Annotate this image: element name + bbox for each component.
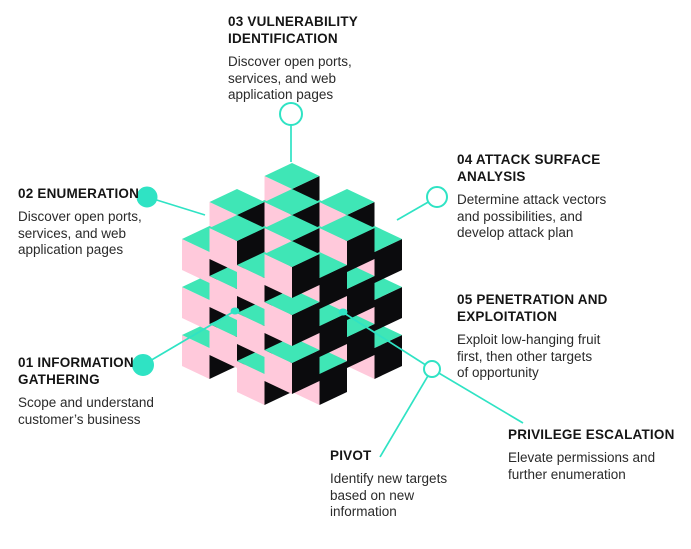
anchor-dot (230, 307, 240, 315)
privilege-escalation-title: PRIVILEGE ESCALATION (508, 427, 675, 442)
cube-block (264, 241, 320, 298)
step-05-description: Exploit low-hanging fruit first, then ot… (457, 332, 601, 380)
pivot-title: PIVOT (330, 448, 372, 463)
step-05-label: 05 PENETRATION AND EXPLOITATION Exploit … (457, 291, 662, 382)
step-01-description: Scope and understand customer’s business (18, 395, 154, 427)
marker-circle-02 (136, 186, 158, 208)
step-01-label: 01 INFORMATION GATHERING Scope and under… (18, 354, 208, 428)
connector-line-01 (142, 311, 234, 366)
step-01-title: 01 INFORMATION GATHERING (18, 355, 134, 387)
pivot-label: PIVOT Identify new targets based on new … (330, 447, 495, 521)
step-05-title: 05 PENETRATION AND EXPLOITATION (457, 292, 608, 324)
privilege-escalation-label: PRIVILEGE ESCALATION Elevate permissions… (508, 426, 688, 483)
anchor-dot (338, 308, 348, 316)
connector-line-05-pivot (379, 368, 433, 458)
connector-line-05-pivot-point (343, 312, 433, 370)
step-03-title: 03 VULNERABILITY IDENTIFICATION (228, 14, 358, 46)
marker-circle-04 (426, 186, 448, 208)
step-02-description: Discover open ports, services, and web a… (18, 209, 142, 257)
cube-block (319, 215, 375, 272)
step-04-title: 04 ATTACK SURFACE ANALYSIS (457, 152, 601, 184)
marker-circle-01 (132, 354, 154, 376)
step-04-description: Determine attack vectors and possibiliti… (457, 192, 607, 240)
cube-block (264, 337, 320, 394)
privilege-escalation-description: Elevate permissions and further enumerat… (508, 450, 656, 482)
marker-circle-03 (279, 102, 303, 126)
step-03-description: Discover open ports, services, and web a… (228, 54, 352, 102)
step-03-label: 03 VULNERABILITY IDENTIFICATION Discover… (228, 13, 423, 104)
cube-block (209, 215, 265, 272)
pivot-description: Identify new targets based on new inform… (330, 471, 448, 519)
step-02-label: 02 ENUMERATION Discover open ports, serv… (18, 185, 213, 259)
connector-line-05-privilege-escalation (431, 368, 524, 424)
step-02-title: 02 ENUMERATION (18, 186, 140, 201)
cube-block (264, 289, 320, 346)
step-04-label: 04 ATTACK SURFACE ANALYSIS Determine att… (457, 151, 662, 242)
marker-circle-05 (423, 360, 441, 378)
cube-lattice (182, 163, 402, 405)
